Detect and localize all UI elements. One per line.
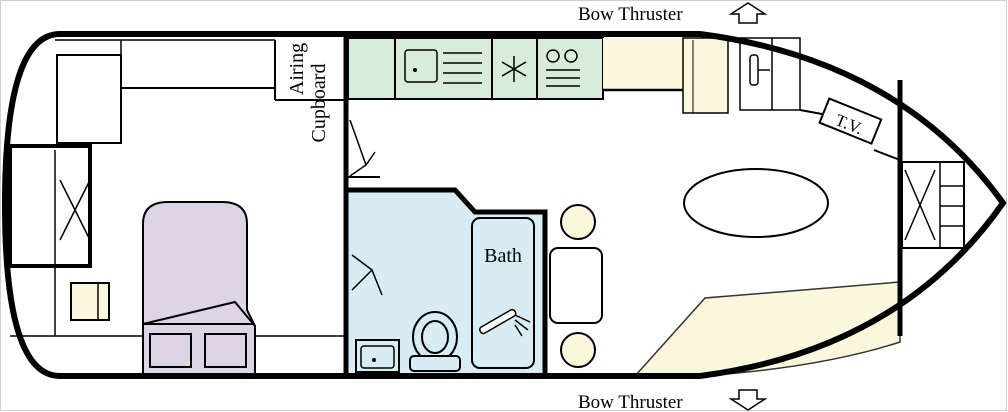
bath-label: Bath <box>484 245 522 267</box>
airing-label-line2: Cupboard <box>308 64 330 143</box>
shower-head-icon <box>479 308 531 337</box>
hull-fill <box>5 34 1003 376</box>
saloon-door-icon <box>349 119 376 177</box>
bed <box>142 201 256 377</box>
fridge-snowflake-icon <box>501 56 527 82</box>
tall-cupboard <box>682 37 729 114</box>
galley-sink-icon <box>404 49 438 83</box>
bow-thruster-top-label: Bow Thruster <box>578 4 683 25</box>
aft-cupboard <box>8 144 92 268</box>
stool-top <box>560 204 596 240</box>
bath-tub <box>471 217 535 369</box>
bed-drawer-right <box>204 333 247 368</box>
bow-thruster-bottom-label: Bow Thruster <box>578 392 683 412</box>
arrow-down-icon <box>728 389 768 411</box>
bed-drawer-left <box>149 333 192 368</box>
stool-bottom <box>560 332 596 368</box>
bathroom-door-icon <box>351 254 383 296</box>
steering-icon <box>749 54 759 86</box>
airing-label-line1: Airing <box>286 43 308 95</box>
galley-counter <box>347 37 604 100</box>
cream-counter-top <box>603 38 683 90</box>
bow-door-icon <box>904 169 936 241</box>
tv-unit <box>818 97 883 145</box>
hull-outline <box>1 31 1007 379</box>
toilet-icon <box>409 311 461 372</box>
hob-icon <box>546 49 580 87</box>
wardrobe <box>56 54 122 144</box>
dining-table <box>683 168 829 238</box>
dinette-bench <box>549 247 603 324</box>
bedside-table <box>70 282 110 321</box>
arrow-up-icon <box>728 2 768 24</box>
